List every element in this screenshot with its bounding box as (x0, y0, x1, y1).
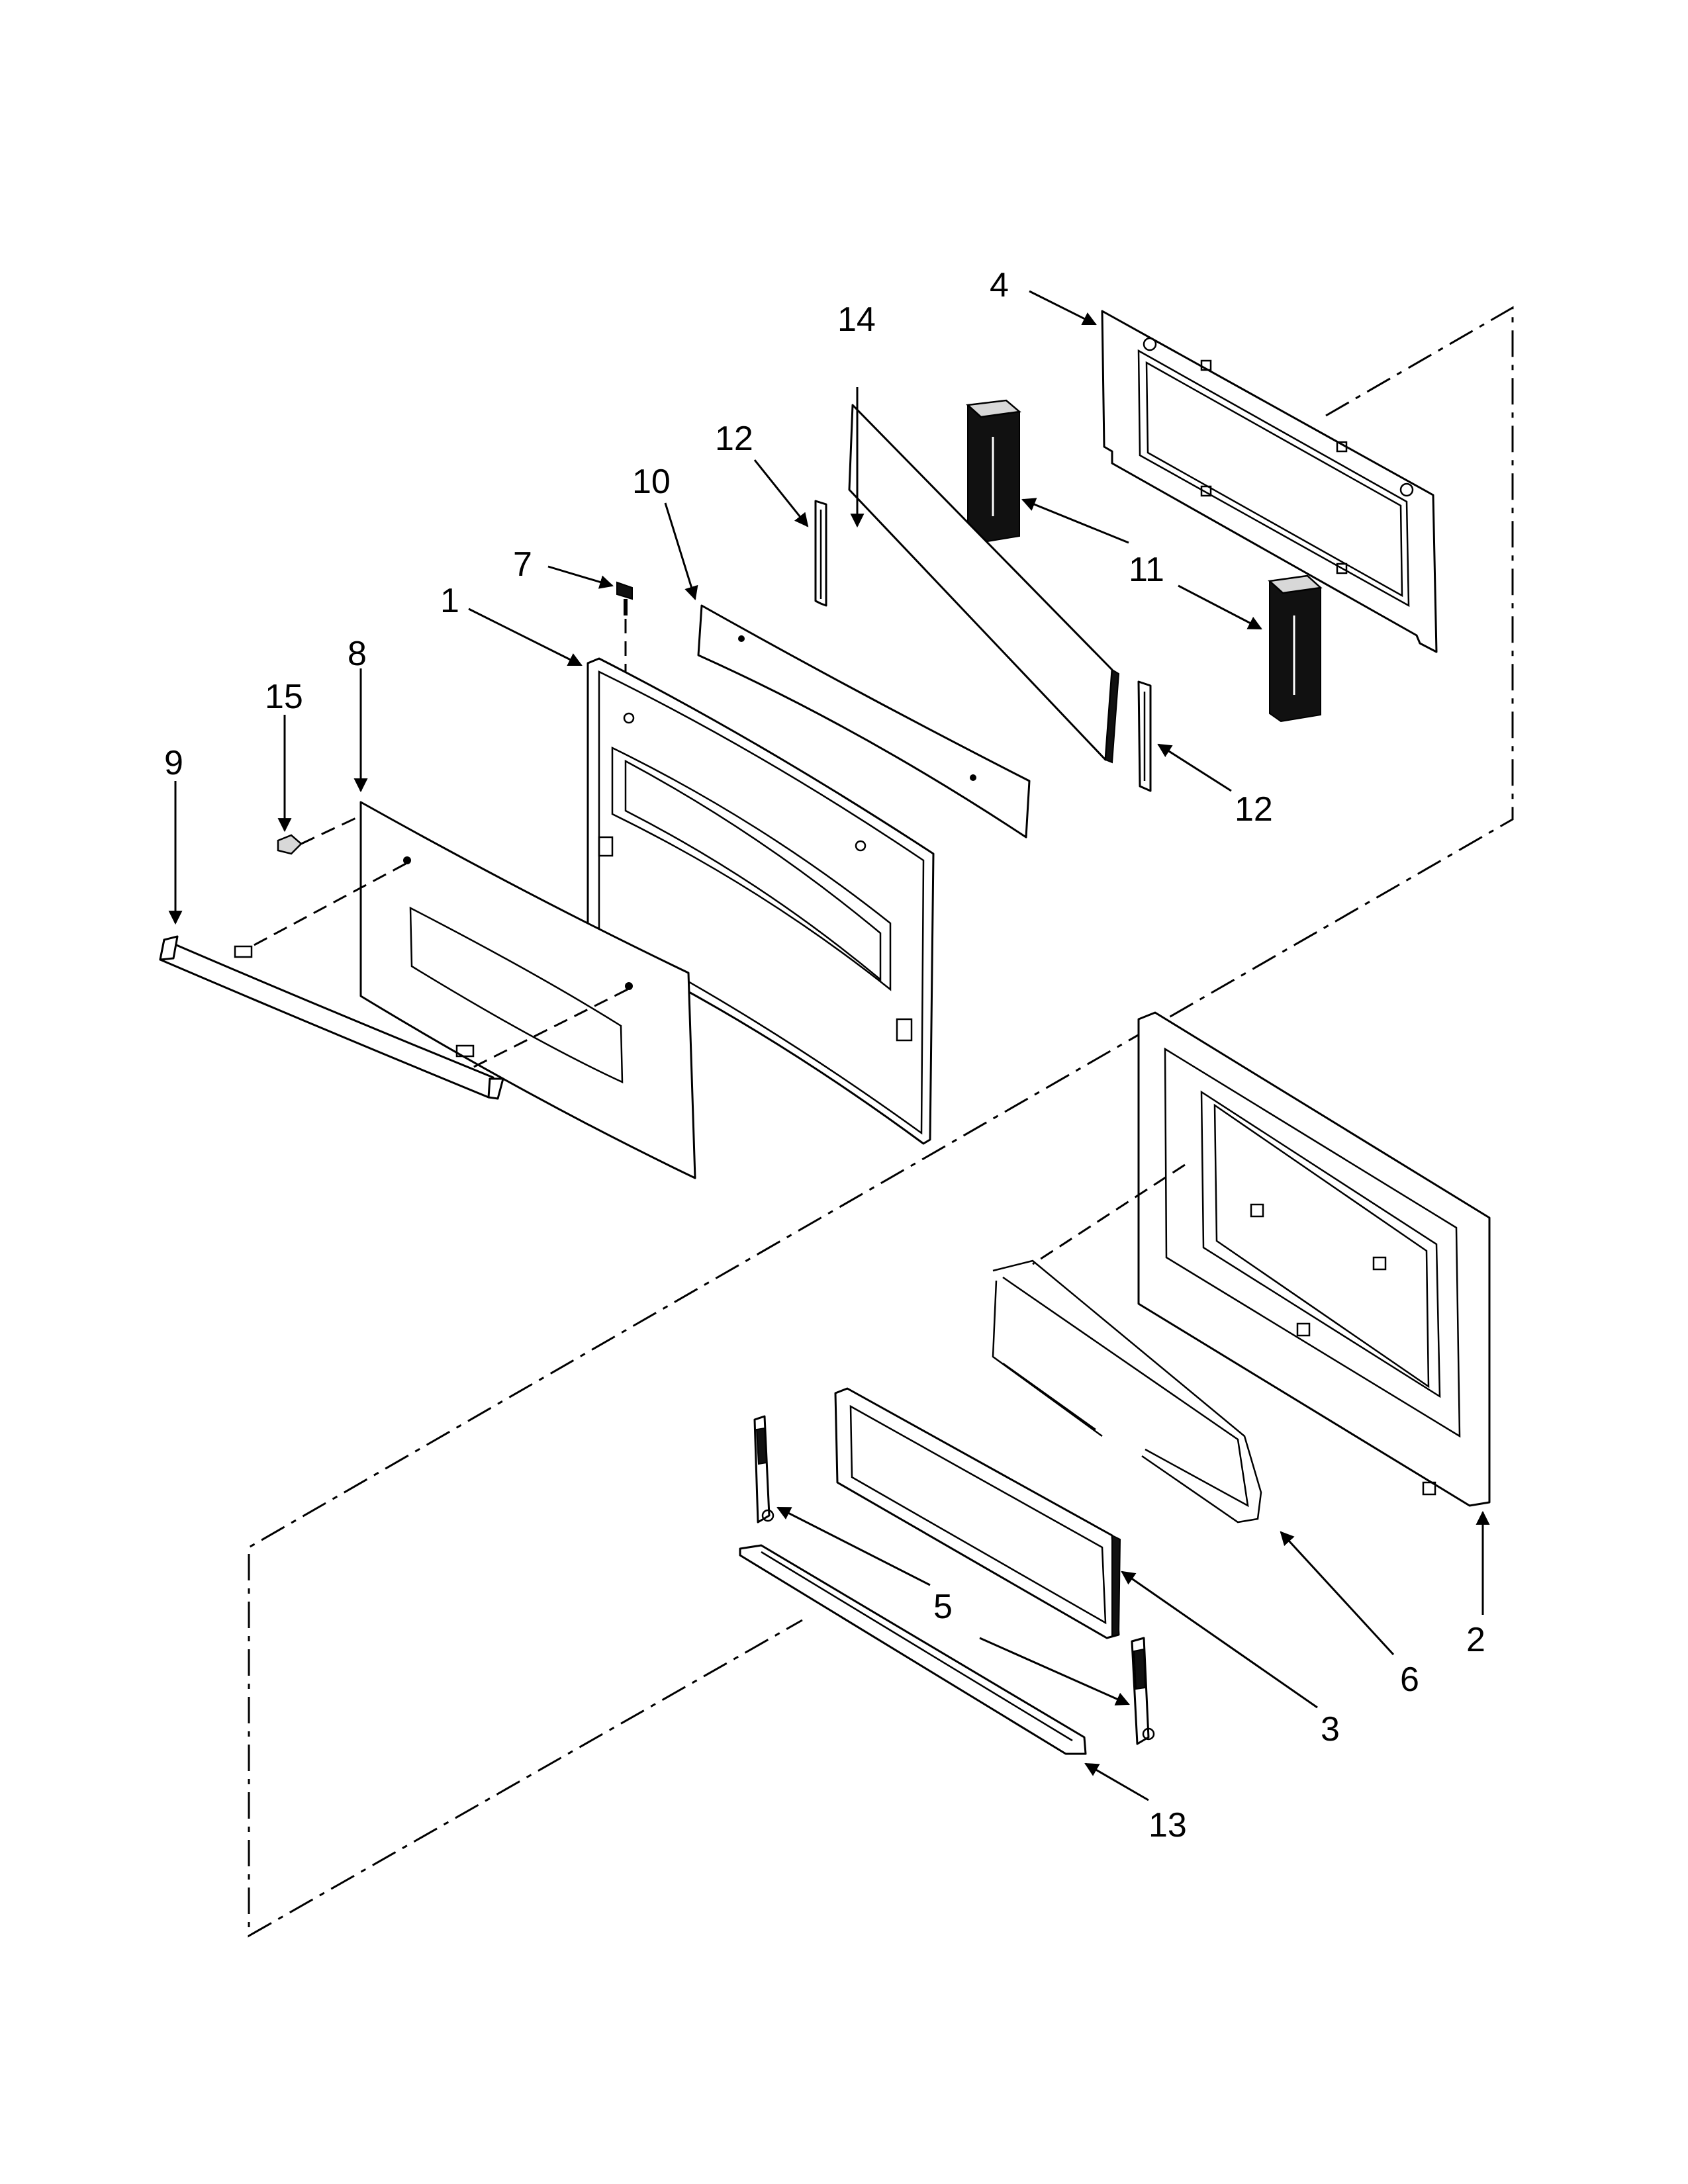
callout-4: 4 (990, 266, 1009, 304)
part-8-front-glass (251, 801, 696, 1179)
part-3-glass-pack-frame (834, 1387, 1121, 1639)
callout-3: 3 (1321, 1710, 1340, 1749)
callout-9: 9 (164, 744, 183, 782)
callout-14: 14 (837, 300, 876, 339)
callout-13: 13 (1149, 1806, 1187, 1844)
part-12-glass-bracket-lower (1137, 680, 1152, 792)
part-12-glass-bracket-upper (814, 500, 827, 607)
callout-15: 15 (265, 678, 303, 716)
callout-5: 5 (933, 1588, 953, 1626)
callout-11: 11 (1129, 551, 1164, 589)
callout-1: 1 (440, 582, 459, 620)
callout-labels: 4 14 12 10 7 1 8 15 9 11 12 5 3 6 2 13 (164, 266, 1485, 1844)
phantom-boundary (248, 306, 1514, 1938)
part-6-door-gasket (992, 1259, 1262, 1524)
callout-12-lower: 12 (1235, 790, 1273, 829)
part-13-vent-trim (739, 1544, 1087, 1755)
callout-10: 10 (632, 463, 671, 501)
part-11-insulation-blocks (966, 399, 1323, 723)
part-15-screw (277, 816, 358, 855)
part-5-hinge-right (1131, 1637, 1155, 1745)
callout-2: 2 (1466, 1621, 1485, 1659)
callout-7: 7 (513, 545, 532, 584)
callout-6: 6 (1400, 1661, 1419, 1699)
callout-12-upper: 12 (715, 420, 753, 458)
part-7-screw (616, 581, 633, 672)
part-10-insulation-sheet (697, 604, 1031, 839)
part-1-outer-door-frame (586, 657, 935, 1145)
leader-lines (168, 290, 1490, 1801)
part-9-door-handle (159, 935, 504, 1100)
part-2-inner-door-liner (1032, 1011, 1491, 1507)
callout-8: 8 (348, 635, 367, 673)
part-14-glass-panel (848, 404, 1120, 764)
part-4-inner-door-panel (1101, 310, 1438, 653)
part-5-hinge-left (753, 1415, 774, 1524)
